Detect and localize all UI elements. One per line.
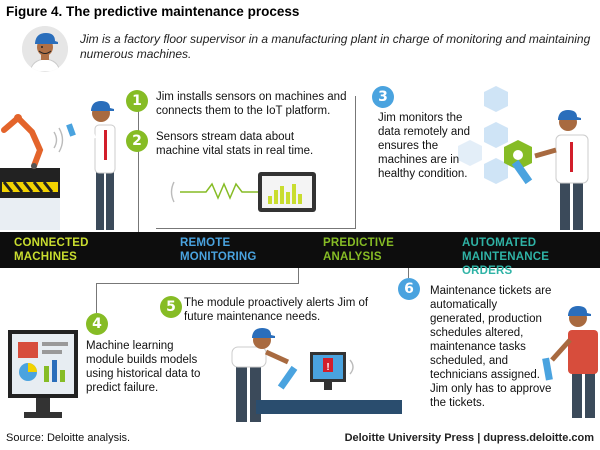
jim-alert-figure-icon [231, 328, 298, 422]
phase-label-line1: PREDICTIVE [323, 237, 395, 249]
phase-band [0, 232, 600, 268]
jim-tablet-figure-icon [511, 110, 589, 230]
phase-predictive-analysis: PREDICTIVE ANALYSIS [323, 236, 394, 264]
connector-5-h [96, 283, 299, 284]
phase-label-line1: AUTOMATED [462, 237, 537, 249]
step-6-text: Maintenance tickets are automatically ge… [430, 285, 552, 409]
phase-connected-machines: CONNECTED MACHINES [14, 236, 89, 264]
step-4-text: Machine learning module builds models us… [86, 340, 201, 394]
hexagon-dashboard-icon [458, 86, 532, 184]
figure-title: Figure 4. The predictive maintenance pro… [6, 4, 300, 19]
source-note: Source: Deloitte analysis. [6, 432, 131, 444]
jim-portrait-icon [22, 26, 68, 72]
sound-waves-icon [53, 127, 64, 153]
intro-text: Jim is a factory floor supervisor in a m… [80, 32, 591, 61]
phase-label-line2: ANALYSIS [323, 251, 382, 263]
step-6-badge: 6 [398, 278, 420, 300]
robot-arm-icon [1, 113, 44, 169]
analytics-computer-icon [8, 330, 78, 418]
phase-label-line2: MACHINES [14, 251, 77, 263]
monitor-waveform-icon [170, 172, 316, 212]
connector-1 [138, 102, 139, 250]
step-4-badge: 4 [86, 313, 108, 335]
step-2-text: Sensors stream data about machine vital … [156, 131, 314, 157]
phase-automated-maintenance-orders: AUTOMATED MAINTENANCE ORDERS [462, 236, 600, 278]
phase-label-line1: CONNECTED [14, 237, 89, 249]
jim-standing-figure-icon [66, 101, 116, 230]
technician-figure-icon [542, 306, 598, 418]
connector-3-h [156, 228, 356, 229]
connector-3 [355, 96, 356, 228]
factory-machine-icon [0, 168, 60, 230]
phase-label-line1: REMOTE [180, 237, 231, 249]
step-1-text: Jim installs sensors on machines and con… [156, 91, 347, 117]
step-3-text: Jim monitors the data remotely and ensur… [378, 112, 471, 180]
phase-label-line2: MONITORING [180, 251, 257, 263]
phase-remote-monitoring: REMOTE MONITORING [180, 236, 257, 264]
step-3-badge: 3 [372, 86, 394, 108]
publisher-credit: Deloitte University Press | dupress.delo… [344, 432, 594, 444]
step-5-badge: 5 [160, 296, 182, 318]
alert-monitor-icon: ! [256, 352, 402, 414]
connector-4 [96, 283, 97, 313]
phase-label-line2: MAINTENANCE ORDERS [462, 251, 550, 277]
step-2-badge: 2 [126, 130, 148, 152]
step-5-text: The module proactively alerts Jim of fut… [184, 297, 369, 323]
step-1-badge: 1 [126, 90, 148, 112]
svg-text:!: ! [326, 362, 329, 373]
jim-avatar [22, 26, 68, 72]
connector-5 [298, 254, 299, 284]
